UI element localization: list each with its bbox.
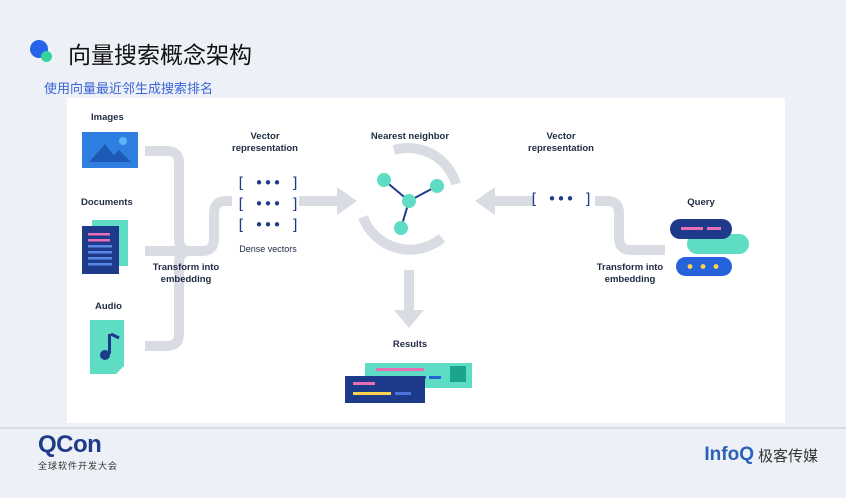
results-label: Results bbox=[393, 339, 427, 350]
arrow-down-icon bbox=[394, 270, 424, 328]
vector-bracket-right: [ ••• ] bbox=[529, 190, 592, 208]
vector-left-title-1: Vector bbox=[250, 131, 279, 142]
query-connector bbox=[595, 196, 665, 255]
slide-header: 向量搜索概念架构 bbox=[30, 36, 252, 70]
vector-bracket-3: [ ••• ] bbox=[236, 216, 299, 234]
query-label: Query bbox=[687, 197, 715, 208]
infoq-logo: InfoQ bbox=[704, 444, 754, 465]
images-label: Images bbox=[91, 112, 124, 123]
vector-bracket-2: [ ••• ] bbox=[236, 195, 299, 213]
audio-file-icon bbox=[90, 320, 124, 374]
audio-label: Audio bbox=[95, 301, 122, 312]
infoq-brand: InfoQ 极客传媒 bbox=[704, 444, 818, 466]
infoq-media-label: 极客传媒 bbox=[757, 446, 818, 465]
slide-subtitle: 使用向量最近邻生成搜索排名 bbox=[44, 82, 214, 97]
vector-left-title-2: representation bbox=[232, 143, 298, 154]
transform-right-label-2: embedding bbox=[605, 274, 656, 285]
nearest-neighbor-label: Nearest neighbor bbox=[371, 131, 449, 142]
query-chat-icon bbox=[670, 219, 749, 276]
vector-right-title-1: Vector bbox=[546, 131, 575, 142]
transform-left-label-2: embedding bbox=[161, 274, 212, 285]
slide-title: 向量搜索概念架构 bbox=[68, 43, 252, 69]
image-file-icon bbox=[82, 132, 138, 168]
left-connectors bbox=[145, 146, 232, 351]
qcon-brand: QCon 全球软件开发大会 bbox=[38, 431, 119, 473]
title-bullet-icon bbox=[30, 40, 56, 66]
document-file-icon bbox=[82, 220, 128, 274]
dense-vectors-label: Dense vectors bbox=[239, 244, 297, 254]
vector-bracket-1: [ ••• ] bbox=[236, 174, 299, 192]
nearest-neighbor-graph-icon bbox=[358, 143, 461, 255]
qcon-subtitle: 全球软件开发大会 bbox=[38, 462, 119, 472]
transform-right-label-1: Transform into bbox=[597, 262, 664, 273]
arrow-left-icon bbox=[475, 187, 533, 215]
qcon-logo: QCon bbox=[38, 431, 102, 458]
transform-left-label-1: Transform into bbox=[153, 262, 220, 273]
arrow-right-icon bbox=[299, 187, 357, 215]
audio-connector bbox=[145, 196, 232, 351]
results-list-icon bbox=[345, 363, 472, 403]
footer-divider bbox=[0, 427, 846, 429]
vector-search-diagram: Images Documents Audio Transform into em… bbox=[81, 112, 749, 403]
diagram-panel: Images Documents Audio Transform into em… bbox=[67, 98, 785, 423]
vector-right-title-2: representation bbox=[528, 143, 594, 154]
images-connector bbox=[145, 146, 202, 256]
documents-label: Documents bbox=[81, 197, 133, 208]
